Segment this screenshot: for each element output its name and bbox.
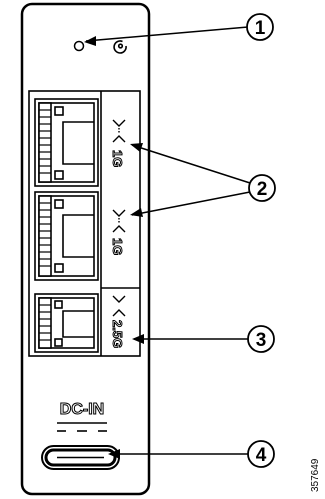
port-b-speed-label: 1G	[110, 238, 125, 255]
callout-1-number: 1	[255, 18, 266, 39]
port-c-speed-label: 2.5G	[110, 320, 125, 348]
callout-3-number: 3	[256, 330, 267, 351]
figure-id: 357649	[310, 458, 321, 492]
callout-4-number: 4	[256, 445, 267, 466]
port-panel	[28, 90, 141, 357]
callout-2-number: 2	[257, 179, 268, 200]
callout-2: 2	[130, 143, 276, 217]
device-body	[20, 2, 151, 496]
port-a-speed-label: 1G	[110, 150, 125, 167]
power-reset-icon	[113, 40, 127, 54]
dc-symbol-icon	[57, 422, 107, 432]
callout-3: 3	[132, 325, 275, 353]
callout-1: 1	[84, 13, 274, 46]
rj45-port-a	[34, 98, 99, 187]
status-led	[73, 40, 85, 52]
network-icon	[112, 119, 126, 143]
dc-in-label: DC-IN	[60, 401, 104, 418]
network-icon	[112, 295, 126, 317]
callout-4: 4	[108, 440, 275, 468]
rj45-port-b	[34, 191, 99, 281]
network-icon	[112, 209, 126, 233]
rj45-port-c	[34, 293, 99, 353]
